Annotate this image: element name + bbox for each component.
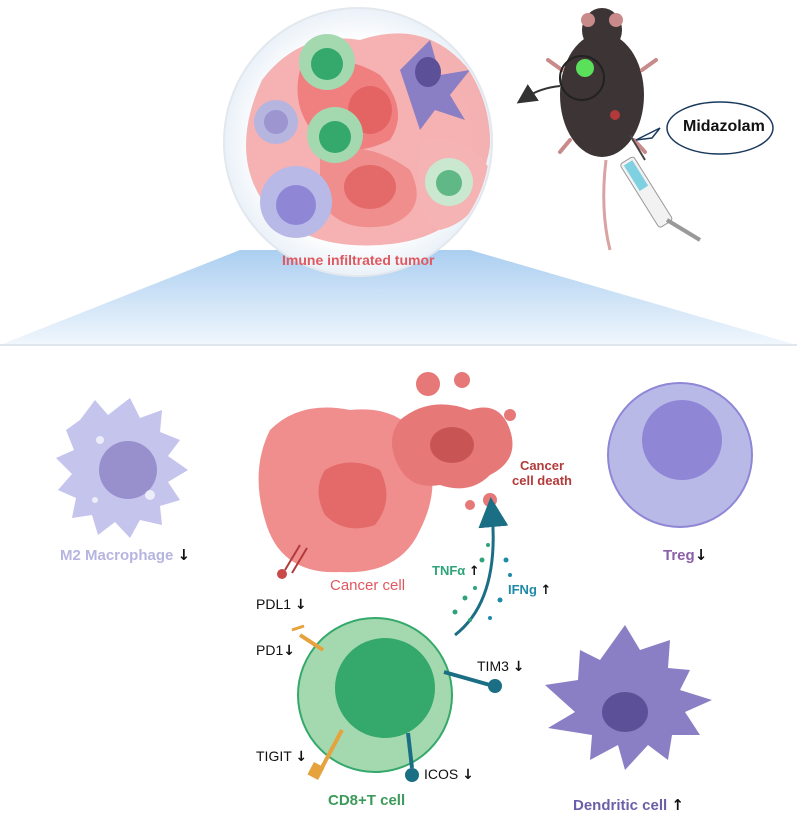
pd1-label: PD1↓ bbox=[256, 642, 295, 659]
syringe-illustration bbox=[620, 134, 702, 242]
cancer-cell-label: Cancer cell bbox=[330, 577, 406, 594]
midazolam-label: Midazolam bbox=[683, 118, 765, 135]
tumor-label: Imune infiltrated tumor bbox=[282, 252, 435, 268]
down-arrow-icon: ↓ bbox=[694, 546, 708, 564]
down-arrow-icon: ↓ bbox=[283, 643, 295, 659]
cancer-cell-death-label: Cancer cell death bbox=[512, 458, 572, 488]
down-arrow-icon: ↓ bbox=[294, 597, 307, 613]
midazolam-bubble bbox=[635, 101, 774, 155]
receptor-tigit bbox=[307, 729, 344, 780]
tnfa-label: TNFα ↑ bbox=[432, 563, 480, 579]
mouse-to-tumor-arrow bbox=[516, 84, 561, 104]
treg-label: Treg↓ bbox=[663, 546, 708, 564]
receptor-icos bbox=[405, 732, 419, 782]
down-arrow-icon: ↓ bbox=[295, 749, 308, 765]
down-arrow-icon: ↓ bbox=[462, 767, 474, 783]
up-arrow-icon: ↑ bbox=[468, 564, 480, 579]
down-arrow-icon: ↓ bbox=[177, 546, 191, 564]
tigit-label: TIGIT ↓ bbox=[256, 748, 308, 765]
dendritic-cell bbox=[545, 625, 712, 770]
icos-label: ICOS ↓ bbox=[424, 766, 474, 783]
ifng-label: IFNg ↑ bbox=[508, 582, 552, 598]
tumor-zoom-circle bbox=[223, 7, 493, 277]
cytokine-dots bbox=[452, 543, 512, 622]
pdl1-label: PDL1 ↓ bbox=[256, 596, 307, 613]
cytokine-release-arrow bbox=[454, 497, 509, 637]
m2-macrophage-cell bbox=[56, 398, 188, 538]
m2-macrophage-label: M2 Macrophage ↓ bbox=[60, 546, 191, 564]
receptor-pd1 bbox=[291, 624, 325, 652]
treg-cell bbox=[607, 382, 753, 528]
tim3-label: TIM3 ↓ bbox=[477, 658, 525, 675]
up-arrow-icon: ↑ bbox=[540, 583, 552, 598]
receptor-tim3 bbox=[443, 670, 502, 693]
up-arrow-icon: ↑ bbox=[671, 796, 684, 814]
mouse-illustration bbox=[546, 8, 658, 251]
cd8-t-cell-label: CD8+T cell bbox=[328, 792, 406, 809]
dendritic-cell-label: Dendritic cell ↑ bbox=[573, 796, 684, 814]
cancer-cell bbox=[258, 407, 433, 579]
down-arrow-icon: ↓ bbox=[512, 659, 525, 675]
cd8-t-cell bbox=[297, 617, 453, 773]
zoom-beam bbox=[0, 250, 797, 345]
